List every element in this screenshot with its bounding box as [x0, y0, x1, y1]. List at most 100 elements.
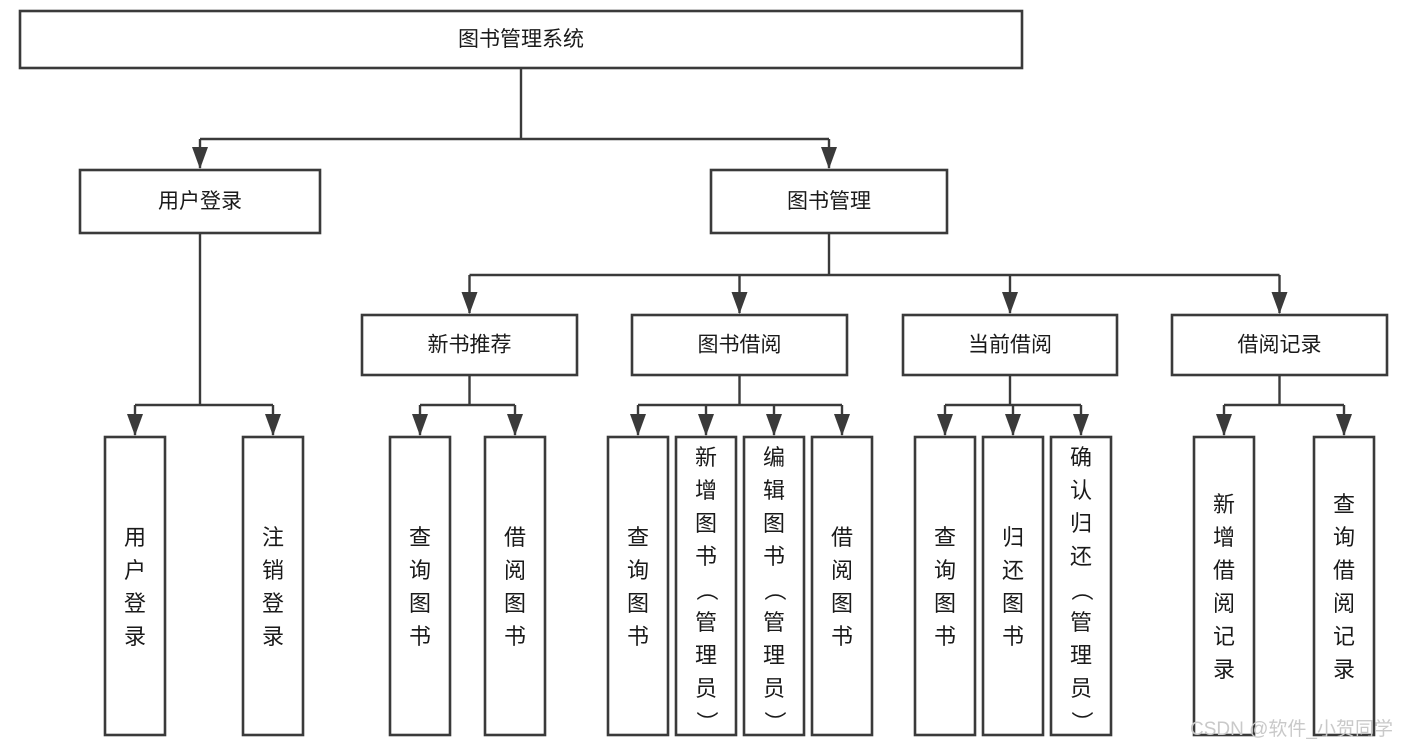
node-leaf-add-record-label-char: 新: [1213, 492, 1235, 517]
node-leaf-confirm-return-label-char: 员: [1070, 676, 1092, 701]
node-leaf-query-book-borrow-label-char: 询: [627, 558, 649, 583]
node-leaf-user-logout-label-char: 登: [262, 591, 284, 616]
node-leaf-confirm-return-label-char: 理: [1070, 643, 1092, 668]
node-leaf-borrow-book-rec-rect[interactable]: [483, 435, 547, 737]
node-leaf-user-logout-label-char: 录: [262, 624, 284, 649]
node-leaf-add-record-rect[interactable]: [1192, 435, 1256, 737]
current-borrow-arrow-icon: [1073, 414, 1089, 436]
node-leaf-add-book-rect[interactable]: [674, 435, 738, 737]
node-leaf-return-book-label-char: 图: [1002, 591, 1024, 616]
node-leaf-edit-book-rect[interactable]: [742, 435, 806, 737]
node-leaf-query-book-borrow-rect[interactable]: [606, 435, 670, 737]
node-leaf-add-book-label-char: ）: [694, 711, 719, 733]
node-leaf-query-book-rec-label-char: 书: [409, 624, 431, 649]
node-leaf-user-login-label-char: 登: [124, 591, 146, 616]
node-book-borrow-rect[interactable]: [630, 313, 849, 377]
node-leaf-confirm-return-label-char: 还: [1070, 544, 1092, 569]
node-leaf-query-book-current-label-char: 图: [934, 591, 956, 616]
node-book-borrow[interactable]: 图书借阅: [630, 313, 849, 377]
node-leaf-edit-book-label-char: 辑: [763, 478, 785, 503]
root-arrow-icon: [192, 147, 208, 169]
book-manage-arrow-icon: [461, 292, 478, 314]
node-leaf-add-record-label-char: 借: [1213, 558, 1235, 583]
node-user-login[interactable]: 用户登录: [78, 168, 322, 235]
node-leaf-edit-book-label-char: 管: [763, 610, 785, 635]
node-current-borrow[interactable]: 当前借阅: [901, 313, 1119, 377]
watermark-label: CSDN @软件_小贺同学: [1190, 718, 1393, 740]
node-leaf-query-book-rec-label-char: 询: [409, 558, 431, 583]
node-new-book-recommend-label: 新书推荐: [428, 334, 512, 357]
current-borrow-arrow-icon: [937, 414, 953, 436]
node-leaf-add-record-label-char: 阅: [1213, 591, 1235, 616]
node-leaf-user-login-rect[interactable]: [103, 435, 167, 737]
node-book-manage-label: 图书管理: [787, 190, 871, 213]
node-leaf-query-record-label-char: 查: [1333, 492, 1355, 517]
node-borrow-record-label: 借阅记录: [1238, 334, 1322, 357]
node-root-system-rect[interactable]: [18, 9, 1024, 70]
node-leaf-return-book-label-char: 还: [1002, 558, 1024, 583]
node-leaf-borrow-book-rec-label-char: 阅: [504, 558, 526, 583]
current-borrow-arrow-icon: [1005, 414, 1021, 436]
node-borrow-record[interactable]: 借阅记录: [1170, 313, 1389, 377]
node-leaf-query-book-current-label-char: 查: [934, 525, 956, 550]
node-current-borrow-label: 当前借阅: [968, 334, 1052, 357]
node-leaf-query-record-label-char: 阅: [1333, 591, 1355, 616]
node-leaf-user-logout-rect[interactable]: [241, 435, 305, 737]
node-leaf-confirm-return-rect[interactable]: [1049, 435, 1113, 737]
connector-layer: [127, 68, 1352, 436]
user-login-arrow-icon: [265, 414, 281, 436]
node-leaf-query-book-borrow-label-char: 查: [627, 525, 649, 550]
node-leaf-query-book-borrow-label-char: 图: [627, 591, 649, 616]
node-leaf-add-record-label-char: 记: [1213, 624, 1235, 649]
node-leaf-borrow-book-rec-label-char: 书: [504, 624, 526, 649]
node-leaf-edit-book-label-char: 理: [763, 643, 785, 668]
new-book-recommend-arrow-icon: [507, 414, 523, 436]
node-leaf-query-book-rec-rect[interactable]: [388, 435, 452, 737]
node-leaf-query-book-rec-label-char: 图: [409, 591, 431, 616]
node-leaf-add-book-label-char: 员: [695, 676, 717, 701]
book-manage-arrow-icon: [731, 292, 748, 314]
node-layer: 图书管理系统用户登录图书管理新书推荐图书借阅当前借阅借阅记录用户登录注销登录查询…: [18, 9, 1389, 737]
node-book-manage-rect[interactable]: [709, 168, 949, 235]
node-root-system[interactable]: 图书管理系统: [18, 9, 1024, 70]
node-leaf-user-login-label-char: 用: [124, 525, 146, 550]
node-leaf-borrow-book-label-char: 阅: [831, 558, 853, 583]
node-leaf-query-record-rect[interactable]: [1312, 435, 1376, 737]
node-leaf-query-book-borrow-label-char: 书: [627, 624, 649, 649]
borrow-record-arrow-icon: [1216, 414, 1232, 436]
node-leaf-borrow-book-label-char: 借: [831, 525, 853, 550]
node-leaf-query-record-label-char: 录: [1333, 657, 1355, 682]
node-current-borrow-rect[interactable]: [901, 313, 1119, 377]
node-new-book-recommend-rect[interactable]: [360, 313, 579, 377]
node-leaf-user-login[interactable]: 用户登录: [103, 435, 167, 737]
node-leaf-confirm-return-label-char: ）: [1069, 711, 1094, 733]
node-book-manage[interactable]: 图书管理: [709, 168, 949, 235]
node-leaf-query-record-label-char: 询: [1333, 525, 1355, 550]
node-leaf-user-logout-label-char: 注: [262, 525, 284, 550]
node-leaf-return-book-rect[interactable]: [981, 435, 1045, 737]
node-leaf-query-record-label-char: 记: [1333, 624, 1355, 649]
node-new-book-recommend[interactable]: 新书推荐: [360, 313, 579, 377]
node-user-login-rect[interactable]: [78, 168, 322, 235]
node-borrow-record-rect[interactable]: [1170, 313, 1389, 377]
node-leaf-edit-book-label-char: 图: [763, 511, 785, 536]
new-book-recommend-arrow-icon: [412, 414, 428, 436]
node-leaf-borrow-book-rect[interactable]: [810, 435, 874, 737]
node-leaf-query-book-current-rect[interactable]: [913, 435, 977, 737]
node-leaf-confirm-return-label-char: （: [1069, 579, 1094, 601]
node-leaf-add-book-label-char: 增: [695, 478, 717, 503]
node-leaf-add-book-label-char: 新: [695, 445, 717, 470]
